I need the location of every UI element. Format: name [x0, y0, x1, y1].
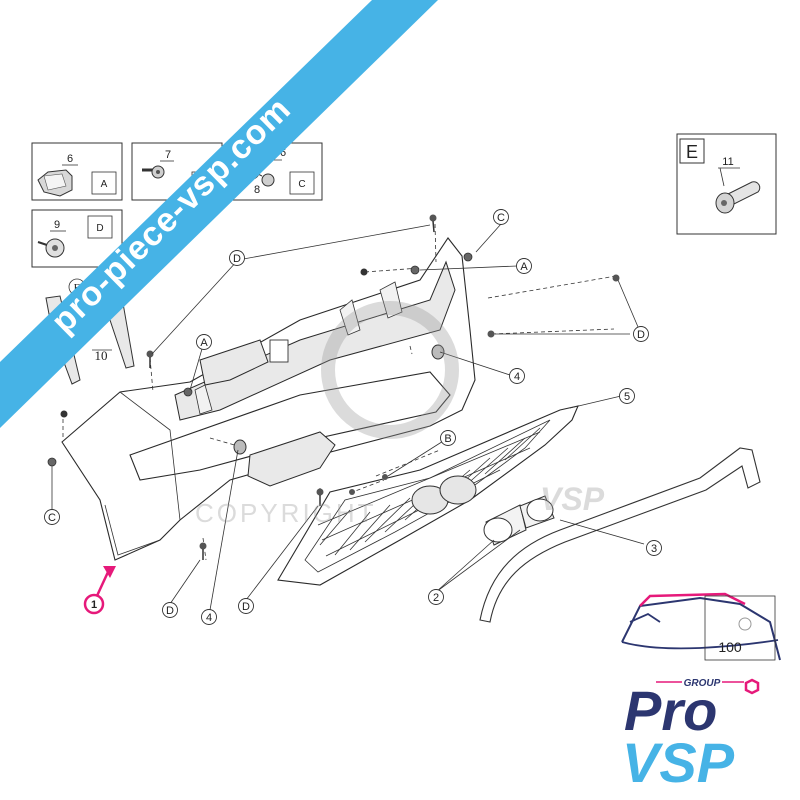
provsp-logo: 100 GROUP Pro VSP	[621, 592, 781, 794]
callout-part-5: 5	[619, 388, 635, 404]
callout-part-3: 3	[646, 540, 662, 556]
svg-text:D: D	[637, 329, 645, 341]
car-outline-icon: 100	[621, 592, 781, 661]
svg-text:3: 3	[651, 543, 657, 555]
callout-c-left: C	[44, 509, 60, 525]
callout-part-1-highlight: 1	[83, 566, 116, 615]
callout-d-bottom: D	[238, 598, 254, 614]
logo-pro: Pro	[624, 679, 717, 742]
callout-c-top: C	[493, 209, 509, 225]
callout-a-right: A	[516, 258, 532, 274]
inset-c-number-bottom: 8	[254, 184, 260, 196]
svg-text:A: A	[200, 337, 208, 349]
clip-icon	[183, 387, 193, 397]
trim-strip-part-3	[479, 447, 761, 623]
grommet-icon	[233, 439, 247, 455]
callout-part-10: 10	[95, 348, 108, 363]
inset-e-letter: E	[686, 142, 698, 162]
inset-box-a: A 6	[31, 142, 123, 201]
screw-icon	[429, 214, 437, 233]
callout-part-2: 2	[428, 589, 444, 605]
logo-vsp: VSP	[622, 731, 735, 794]
inset-a-number: 6	[67, 153, 73, 165]
callout-part-4-right: 4	[509, 368, 525, 384]
svg-text:D: D	[242, 601, 250, 613]
screw-icon	[349, 489, 355, 495]
grille-part-5	[277, 405, 579, 586]
push-rivet-9-icon	[37, 238, 65, 258]
inset-e-number: 11	[722, 156, 733, 168]
svg-text:1: 1	[91, 599, 97, 611]
svg-text:D: D	[166, 605, 174, 617]
inset-box-d: D 9	[31, 209, 123, 268]
screw-icon	[316, 488, 324, 506]
copyright-brand: VSP	[540, 481, 605, 517]
callout-leaders	[51, 223, 645, 611]
svg-text:4: 4	[206, 612, 212, 624]
copyright-text: COPYRIGHT	[195, 498, 377, 528]
inset-a-letter: A	[101, 179, 108, 190]
logo-car-number: 100	[718, 639, 742, 655]
nut-icon	[60, 410, 68, 418]
logo-tag: GROUP	[684, 678, 721, 689]
svg-text:5: 5	[624, 391, 630, 403]
nut-icon	[360, 268, 368, 276]
inset-d-number: 9	[54, 219, 60, 231]
grille-mesh	[317, 427, 541, 557]
inset-d-letter: D	[96, 223, 103, 234]
inset-box-e: E 11	[676, 133, 777, 235]
callout-d-right: D	[633, 326, 649, 342]
inset-c-letter: C	[298, 179, 305, 190]
copyright-watermark: COPYRIGHT VSP	[195, 301, 605, 528]
callout-b: B	[440, 430, 456, 446]
inset-c-number-right: 6	[280, 147, 286, 159]
svg-text:C: C	[48, 512, 56, 524]
svg-text:4: 4	[514, 371, 520, 383]
clip-icon	[47, 457, 57, 467]
callout-circles: C A D 4 5 B A D C D 4 D 2 3	[44, 209, 662, 625]
screw-icon	[146, 350, 154, 368]
svg-text:D: D	[233, 253, 241, 265]
rear-bumper-part-1	[61, 237, 476, 561]
screw-7-icon	[142, 165, 165, 179]
grommet-icon	[431, 344, 445, 360]
fasteners	[47, 214, 620, 560]
svg-text:B: B	[444, 433, 451, 445]
callout-d-top: D	[229, 250, 245, 266]
svg-text:2: 2	[433, 592, 439, 604]
svg-text:C: C	[497, 212, 505, 224]
callout-part-4-bottom: 4	[201, 609, 217, 625]
screw-icon	[199, 542, 207, 560]
svg-text:A: A	[520, 261, 528, 273]
hex-accent-icon	[744, 678, 760, 695]
screw-icon	[382, 474, 388, 480]
bolt-11-icon	[715, 181, 761, 214]
inset-b-number: 7	[165, 149, 171, 161]
callout-a-left: A	[196, 334, 212, 350]
clip-icon	[410, 265, 420, 275]
screw-icon	[487, 330, 495, 338]
exhaust-tips-part-2	[483, 495, 555, 546]
callout-d-bottom-left: D	[162, 602, 178, 618]
screw-icon	[612, 274, 620, 282]
clip-icon	[463, 252, 473, 262]
